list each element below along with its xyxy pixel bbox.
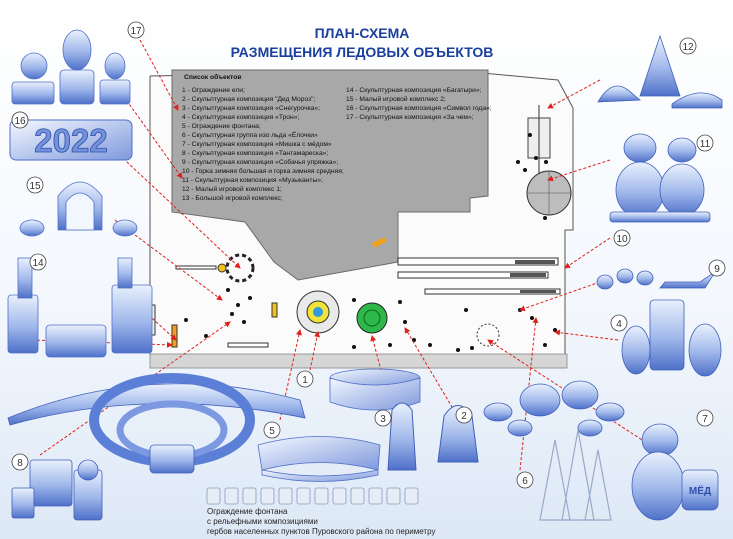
svg-text:11: 11 bbox=[700, 139, 711, 150]
sculpture-samovar bbox=[11, 29, 131, 105]
legend: Список объектов 1 - Ограждение ели; 2 - … bbox=[182, 73, 492, 202]
legend-item: 8 - Скульптурная композиция «Тантамареск… bbox=[182, 150, 328, 157]
legend-item: 1 - Ограждение ели; bbox=[182, 87, 245, 94]
legend-item: 12 - Малый игровой комплекс 1; bbox=[182, 185, 282, 193]
building-footprint bbox=[171, 69, 489, 281]
legend-item: 3 - Скульптурная композиция «Снегурочка»… bbox=[182, 105, 320, 112]
small-ring bbox=[476, 323, 500, 347]
svg-text:5: 5 bbox=[269, 426, 275, 437]
legend-item: 17 - Скульптурная композиция «За чем»; bbox=[346, 114, 474, 121]
legend-item: 9 - Скульптурная композиция «Собачья упр… bbox=[182, 158, 338, 166]
bottom-strip bbox=[149, 353, 568, 369]
tree-ring bbox=[175, 253, 255, 283]
sculpture-2022: 2022 bbox=[9, 119, 133, 161]
svg-text:4: 4 bbox=[616, 319, 622, 330]
sculpture-throne bbox=[621, 299, 722, 377]
svg-text:14: 14 bbox=[32, 258, 44, 269]
sculpture-birds bbox=[483, 380, 625, 437]
svg-text:10: 10 bbox=[616, 234, 628, 245]
sculpture-arch bbox=[19, 181, 138, 237]
slide-element bbox=[271, 302, 278, 318]
title-line-1: ПЛАН-СХЕМА bbox=[315, 25, 410, 41]
svg-text:2: 2 bbox=[461, 411, 467, 422]
sculpture-dog-sled bbox=[596, 268, 716, 290]
legend-item: 11 - Скульптурная композиция «Музыканты»… bbox=[182, 177, 323, 184]
svg-text:7: 7 bbox=[702, 414, 708, 425]
sculpture-ice-trees bbox=[539, 429, 612, 521]
svg-text:16: 16 bbox=[14, 116, 26, 127]
sculpture-year-text: 2022 bbox=[34, 122, 107, 159]
tower-structure bbox=[526, 105, 572, 216]
svg-text:6: 6 bbox=[522, 476, 528, 487]
slide-element bbox=[171, 324, 178, 348]
sculpture-tree-fence bbox=[329, 368, 421, 411]
svg-text:9: 9 bbox=[714, 264, 720, 275]
caption-line-3: гербов населенных пунктов Пуровского рай… bbox=[207, 527, 435, 536]
title-line-2: РАЗМЕЩЕНИЯ ЛЕДОВЫХ ОБЪЕКТОВ bbox=[231, 44, 494, 60]
sculpture-bear-honey: МЁД bbox=[631, 423, 719, 521]
legend-item: 16 - Скульптурная композиция «Символ год… bbox=[346, 105, 492, 112]
legend-item: 4 - Скульптурная композиция «Трон»; bbox=[182, 114, 299, 121]
svg-text:3: 3 bbox=[380, 414, 386, 425]
caption-line-2: с рельефными композициями bbox=[207, 517, 318, 526]
legend-item: 2 - Скульптурная композиция "Дед Мороз"; bbox=[182, 96, 316, 103]
sculpture-fountain-fence bbox=[257, 436, 381, 482]
slides bbox=[397, 257, 561, 295]
number-labels: 1 2 3 4 5 6 7 8 9 10 11 12 14 15 16 17 bbox=[14, 26, 720, 487]
legend-heading: Список объектов bbox=[184, 73, 241, 81]
svg-text:8: 8 bbox=[17, 458, 23, 469]
coats-of-arms bbox=[206, 487, 419, 505]
legend-item: 13 - Большой игровой комплекс; bbox=[182, 194, 283, 202]
barrel-text: МЁД bbox=[689, 484, 711, 497]
sculpture-musicians bbox=[609, 133, 711, 223]
fountain-yellow bbox=[296, 290, 340, 334]
slide-element bbox=[371, 237, 387, 248]
sculpture-small-complex-1 bbox=[597, 34, 723, 109]
number-markers bbox=[11, 21, 726, 489]
sculpture-bogatyrs bbox=[7, 257, 153, 358]
sculpture-big-complex bbox=[7, 373, 306, 474]
sculpture-snegurochka bbox=[387, 402, 417, 471]
legend-item: 6 - Скульптурная группа изо льда «Ёлочки… bbox=[182, 131, 318, 139]
svg-text:15: 15 bbox=[29, 181, 41, 192]
legend-item: 5 - Ограждение фонтана; bbox=[182, 123, 261, 130]
sculpture-tantamareska bbox=[11, 459, 103, 521]
legend-item: 14 - Скульптурная композиция «Багатыри»; bbox=[346, 87, 482, 94]
svg-text:1: 1 bbox=[302, 375, 308, 386]
svg-text:17: 17 bbox=[130, 26, 142, 37]
svg-text:12: 12 bbox=[682, 42, 694, 53]
legend-item: 7 - Скульптурная композиция «Мишка с мёд… bbox=[182, 141, 332, 148]
legend-item: 15 - Малый игровой комплекс 2; bbox=[346, 95, 446, 103]
legend-item: 10 - Горка зимняя большая и горка зимняя… bbox=[182, 167, 344, 175]
bench bbox=[227, 342, 269, 348]
caption-line-1: Ограждение фонтана bbox=[207, 507, 288, 516]
fountain-green bbox=[356, 302, 388, 334]
